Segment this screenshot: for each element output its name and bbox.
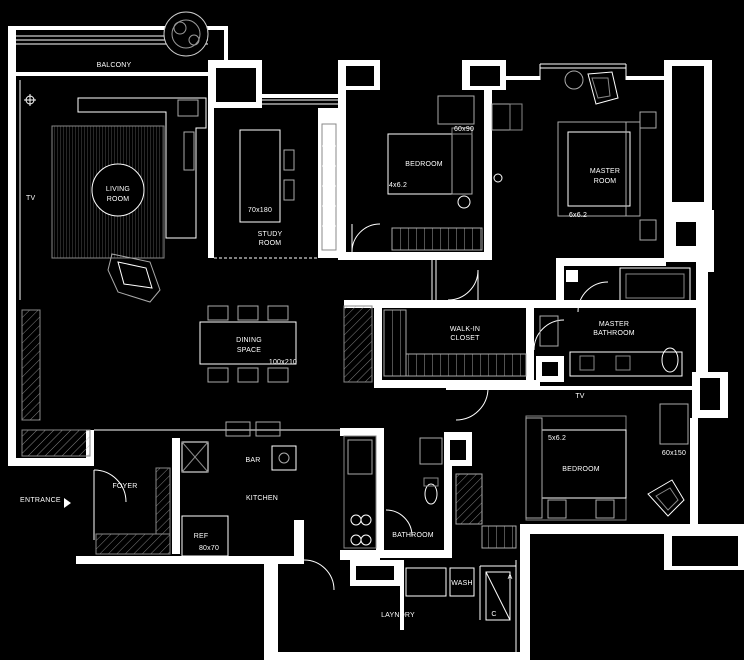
study-desk-size: 70x180 [247,207,273,214]
bar-label: BAR [245,457,261,464]
study-room-label-line1: STUDY [257,231,283,238]
balcony-label: BALCONY [96,62,132,69]
master-room-label-line2: ROOM [593,178,617,185]
master-bathroom-label-line2: BATHROOM [593,330,635,337]
study-room-label-line2: ROOM [258,240,282,247]
wash-label: WASH [451,580,473,587]
ref-label: REF [193,533,209,540]
master-room-label-line1: MASTER [589,168,621,175]
bedroom2-label: BEDROOM [562,466,600,473]
bedroom1-size: 4x6.2 [388,182,408,189]
dining-label-line2: SPACE [236,347,262,354]
foyer-label: FOYER [112,483,138,490]
bedroom2-desk-size: 60x150 [661,450,687,457]
bedroom2-size: 5x6.2 [547,435,567,442]
living-tv-label: TV [26,195,36,202]
living-room-label-line1: LIVING [105,186,131,193]
walls [8,26,744,660]
walkin-closet-label-line2: CLOSET [450,335,480,342]
master-room-size: 6x6.2 [568,212,588,219]
furniture [21,11,691,557]
laundry-label: LAYNDRY [381,612,415,619]
bedroom1-label: BEDROOM [405,161,443,168]
bedroom2-tv-label: TV [575,393,585,400]
dining-table-size: 100x210 [268,359,298,366]
mark-a-label: A [507,574,513,581]
entrance-label: ENTRANCE [20,497,61,504]
entrance-arrow-icon [64,498,71,508]
interior-lines [16,35,627,652]
dining-label-line1: DINING [236,337,262,344]
living-room-label-line2: ROOM [106,196,130,203]
bathroom-label: BATHROOM [392,532,434,539]
ref-size: 80x70 [198,545,220,552]
kitchen-label: KITCHEN [245,495,279,502]
master-bathroom-label-line1: MASTER [598,321,630,328]
mark-c-label: C [491,611,497,618]
walkin-closet-label-line1: WALK-IN [449,326,481,333]
bedroom1-desk-size: 60x90 [453,126,475,133]
